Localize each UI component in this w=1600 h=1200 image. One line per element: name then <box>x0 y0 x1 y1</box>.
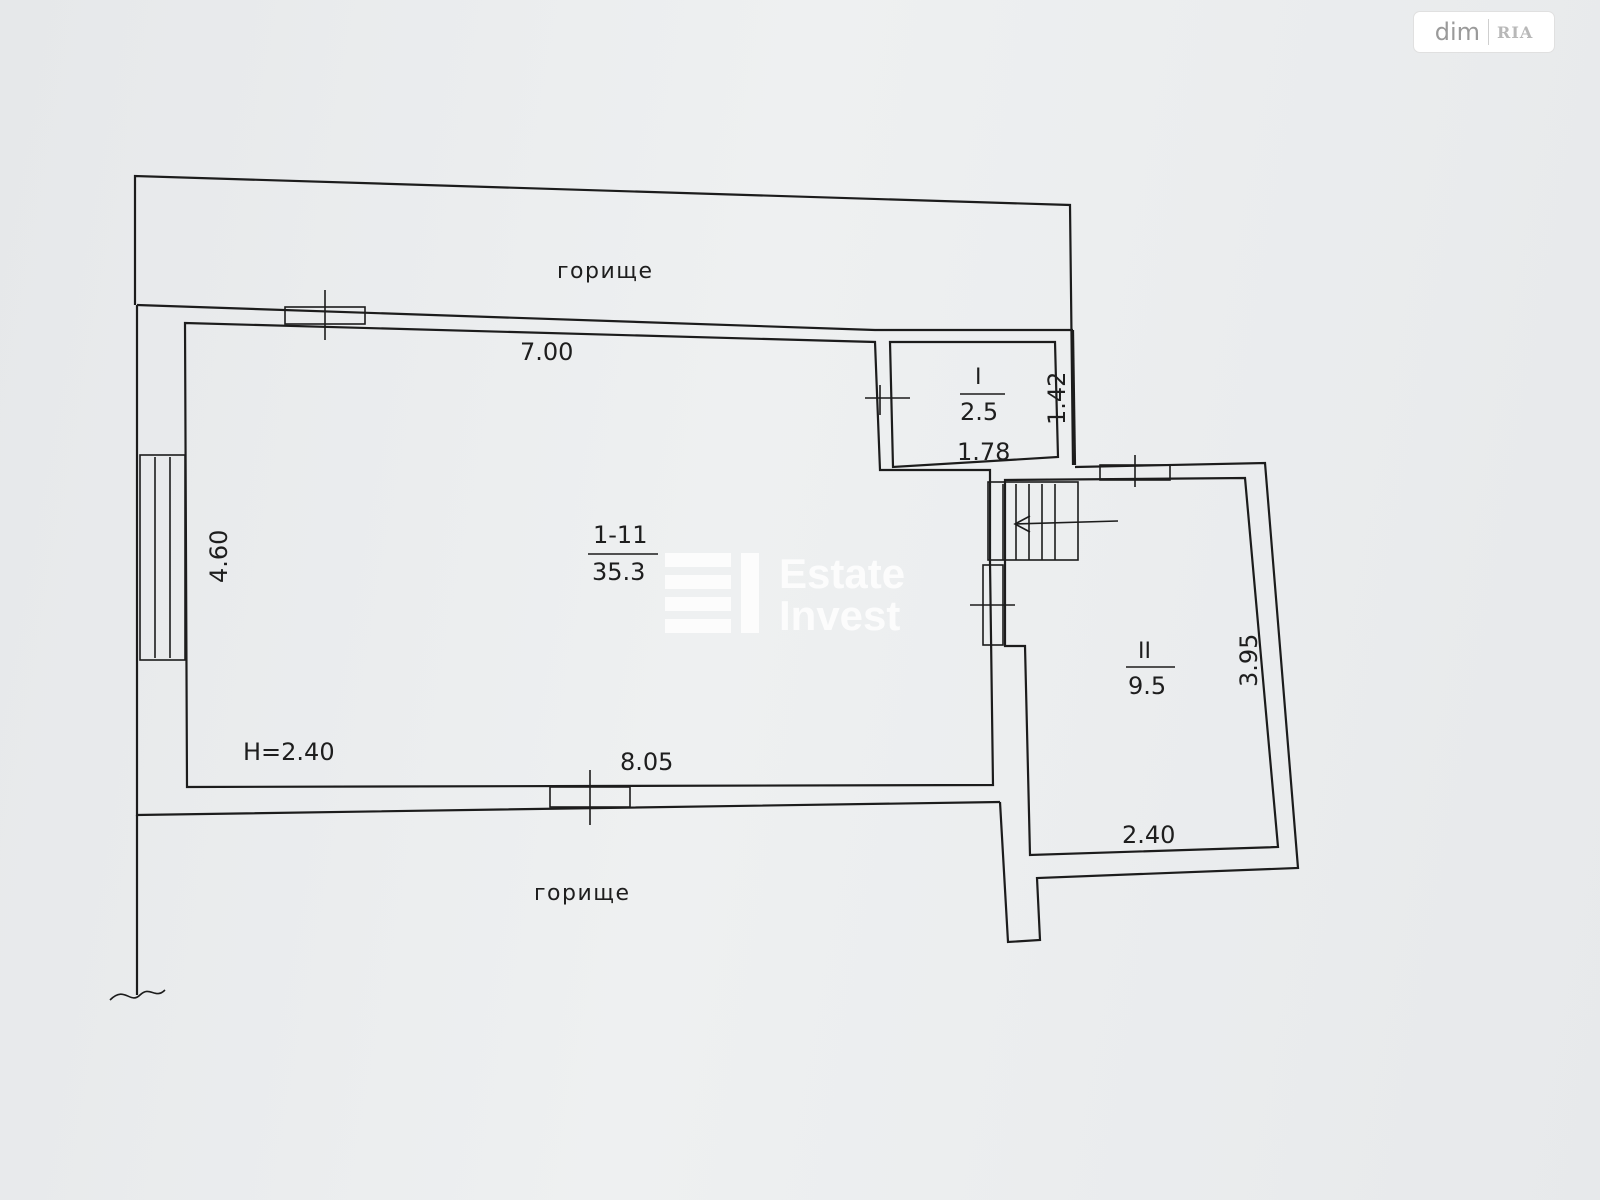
stair-arrow-head <box>1013 515 1031 533</box>
dim-bottom-main: 8.05 <box>620 748 673 776</box>
staircase <box>987 481 1079 561</box>
ria-logo-text: RIA <box>1497 22 1534 42</box>
dim-room-one-width: 1.78 <box>957 438 1010 466</box>
room-one-outline <box>888 340 1060 469</box>
outer-wall-top <box>136 303 1073 332</box>
attic-top-outline <box>133 174 1075 466</box>
room-two-outer-wall <box>998 461 1300 944</box>
dim-height: H=2.40 <box>243 738 335 766</box>
badge-separator <box>1488 19 1490 45</box>
attic-top-label: горище <box>557 259 654 284</box>
watermark-line2: Invest <box>779 592 901 639</box>
main-room-area: 35.3 <box>592 558 645 586</box>
dim-logo-text: dim <box>1434 18 1481 46</box>
room-one-id: I <box>975 365 982 390</box>
attic-bottom-label: горище <box>534 881 631 906</box>
room-one-outer-wall <box>1071 329 1077 466</box>
break-symbol <box>109 989 166 1001</box>
room-two-id: II <box>1138 639 1151 664</box>
dim-room-one-height: 1.42 <box>1043 372 1071 425</box>
window-left <box>139 454 186 661</box>
dim-left-main: 4.60 <box>205 530 233 583</box>
room-two-area: 9.5 <box>1128 672 1166 700</box>
dim-room-two-height: 3.95 <box>1235 634 1263 687</box>
estate-invest-logo-icon <box>665 553 765 637</box>
dim-room-two-width: 2.40 <box>1122 821 1175 849</box>
estate-invest-watermark: Estate Invest <box>665 550 945 640</box>
main-room-id: 1-11 <box>593 521 647 549</box>
dim-ria-badge[interactable]: dim RIA <box>1414 12 1554 52</box>
watermark-line1: Estate <box>779 550 906 597</box>
dim-top-main: 7.00 <box>520 338 573 366</box>
room-one-area: 2.5 <box>960 398 998 426</box>
main-room-outline <box>183 321 995 789</box>
stair-arrow-line <box>1014 520 1119 525</box>
room-two-outline <box>1003 476 1280 857</box>
